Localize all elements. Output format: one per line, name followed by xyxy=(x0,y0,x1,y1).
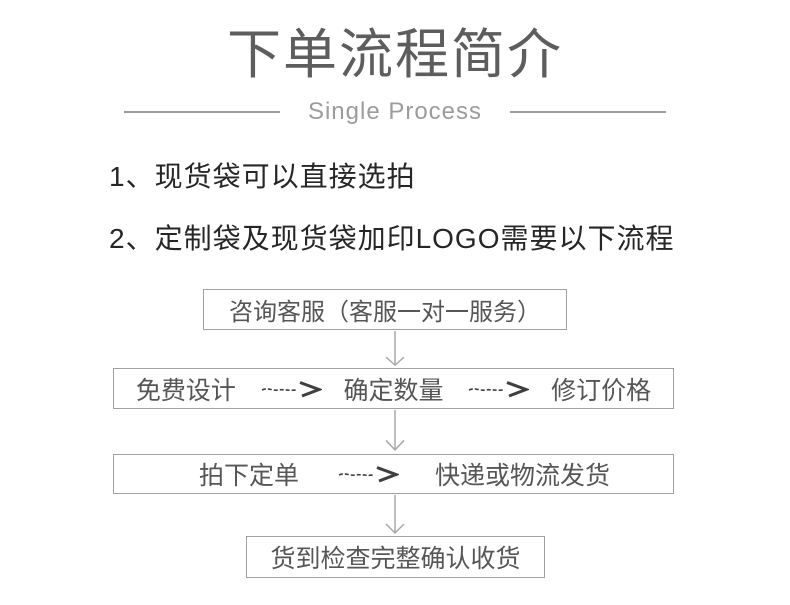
subtitle-right-divider xyxy=(510,111,667,113)
flow-step-receive-goods: 货到检查完整确认收货 xyxy=(246,536,545,578)
note-item-1: 1、现货袋可以直接选拍 xyxy=(109,161,416,192)
flow-step-consult-label: 咨询客服（客服一对一服务） xyxy=(229,299,541,326)
page-subtitle: Single Process xyxy=(307,98,483,125)
subtitle-row: Single Process xyxy=(0,97,790,127)
flow-step-receive-goods-label: 货到检查完整确认收货 xyxy=(270,545,521,573)
subtitle-left-divider xyxy=(123,111,280,113)
down-arrow-icon xyxy=(383,495,407,535)
flow-row-design: 免费设计 确定数量 修订价格 xyxy=(113,368,674,409)
flow-step-place-order-label: 拍下定单 xyxy=(198,462,299,490)
note-item-2: 2、定制袋及现货袋加印LOGO需要以下流程 xyxy=(109,223,675,254)
flow-row-order: 拍下定单 快递或物流发货 xyxy=(113,454,674,494)
flow-step-confirm-quantity-label: 确定数量 xyxy=(343,376,444,405)
down-arrow-icon xyxy=(383,410,407,452)
notes-list: 1、现货袋可以直接选拍 2、定制袋及现货袋加印LOGO需要以下流程 xyxy=(109,160,674,256)
flow-step-revise-price-label: 修订价格 xyxy=(551,376,652,405)
flow-step-shipping-label: 快递或物流发货 xyxy=(435,462,611,490)
right-arrow-icon xyxy=(465,379,530,399)
flow-step-free-design-label: 免费设计 xyxy=(135,376,236,405)
right-arrow-icon xyxy=(335,464,399,484)
down-arrow-icon xyxy=(383,331,407,367)
flow-step-consult: 咨询客服（客服一对一服务） xyxy=(203,289,567,330)
right-arrow-icon xyxy=(258,379,322,399)
page-title: 下单流程简介 xyxy=(227,25,563,85)
